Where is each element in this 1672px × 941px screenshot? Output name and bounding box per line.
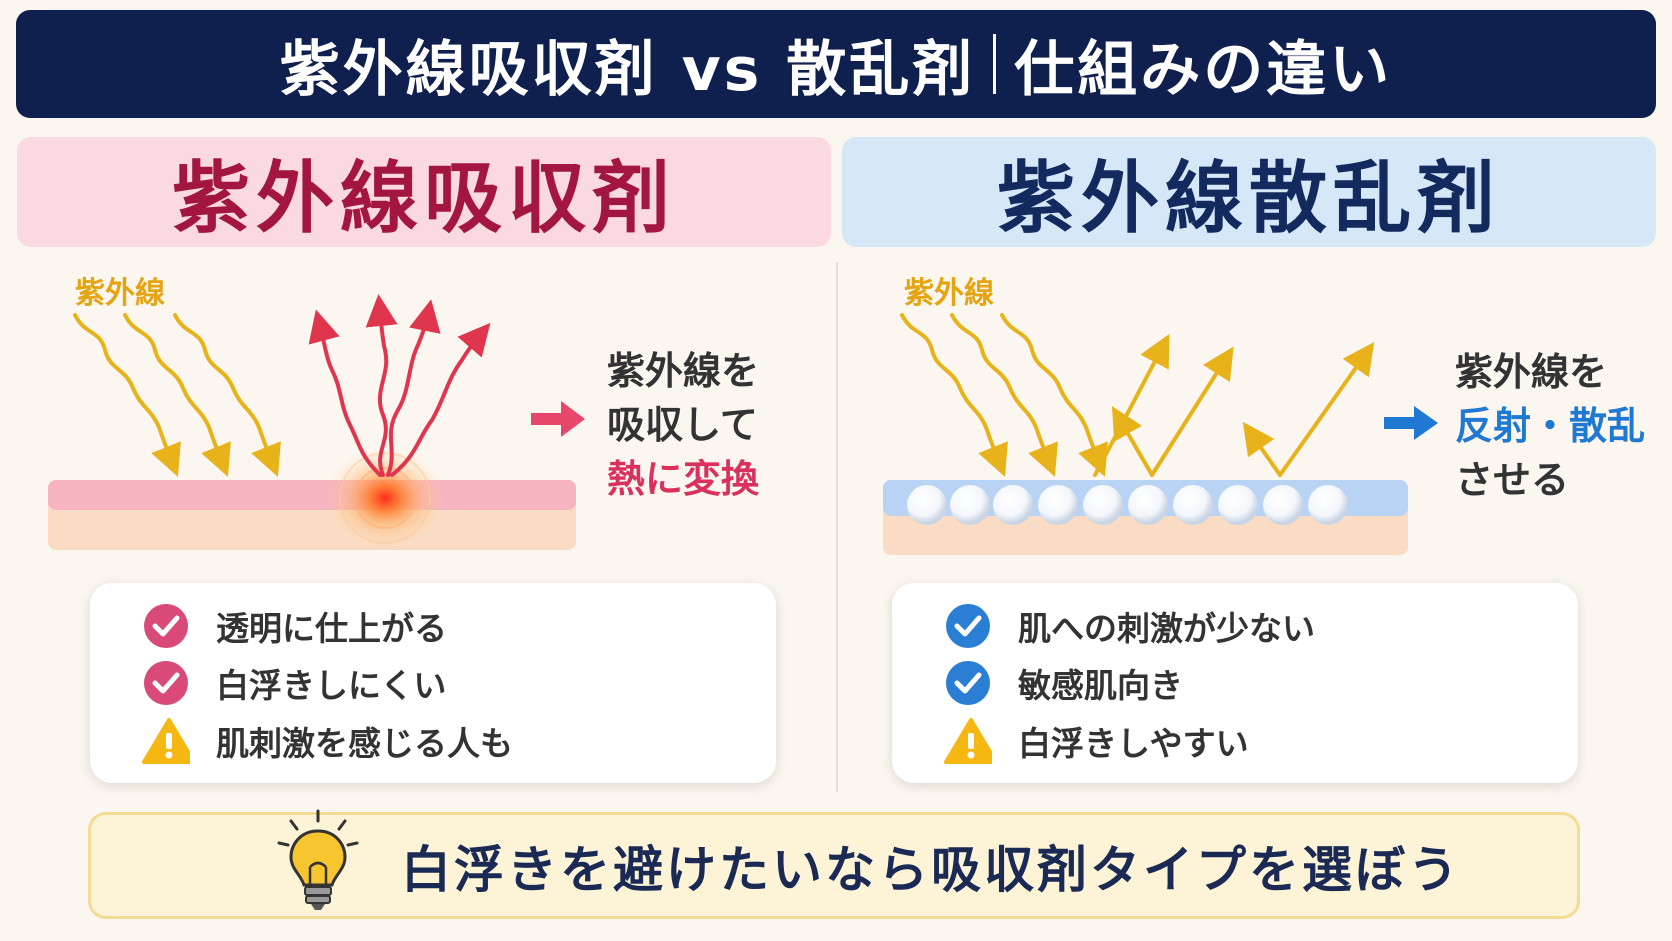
title-separator: [993, 34, 997, 94]
lightbulb-icon: [277, 809, 359, 910]
scatterer-diagram: [883, 313, 1408, 555]
title-main: 紫外線吸収剤 vs 散乱剤: [279, 34, 976, 105]
tip-text: 白浮きを避けたいなら吸収剤タイプを選ぼう: [401, 840, 1461, 899]
feature-text: 敏感肌向き: [1018, 666, 1183, 705]
list-item: 敏感肌向き: [944, 655, 1183, 711]
uv-incoming-arrows: [900, 313, 1108, 477]
feature-text: 白浮きしにくい: [216, 666, 447, 705]
list-item: 透明に仕上がる: [142, 598, 447, 654]
list-item: 肌刺激を感じる人も: [142, 713, 513, 769]
heat-outgoing-arrows: [308, 294, 491, 477]
list-item: 白浮きしやすい: [944, 713, 1249, 769]
list-item: 肌への刺激が少ない: [944, 598, 1315, 654]
scatterer-heading: 紫外線散乱剤: [842, 137, 1656, 247]
panel-divider: [836, 262, 838, 792]
absorber-pointer-arrow-icon: [531, 401, 585, 437]
scatterer-uv-label: 紫外線: [904, 276, 994, 311]
warning-icon: [944, 717, 992, 765]
absorber-features-card: 透明に仕上がる 白浮きしにくい 肌刺激を感じる人も: [90, 583, 776, 783]
check-icon: [142, 602, 190, 650]
scatterer-pointer-arrow-icon: [1384, 406, 1438, 440]
list-item: 白浮きしにくい: [142, 655, 446, 711]
check-icon: [944, 659, 992, 707]
scatterer-desc-line1: 紫外線を: [1455, 350, 1608, 394]
skin-upper-layer: [48, 480, 576, 510]
scatterer-desc-highlight: 反射・散乱: [1455, 404, 1646, 448]
absorber-desc-line1: 紫外線を: [607, 349, 760, 393]
feature-text: 透明に仕上がる: [216, 609, 447, 648]
warning-icon: [142, 717, 190, 765]
absorber-uv-label: 紫外線: [75, 276, 165, 311]
scattering-particles: [907, 485, 1348, 525]
uv-reflected-arrows: [1093, 333, 1375, 477]
absorber-heading: 紫外線吸収剤: [17, 137, 831, 247]
feature-text: 肌への刺激が少ない: [1018, 609, 1315, 648]
absorber-description: 紫外線を 吸収して 熱に変換: [607, 344, 759, 506]
tip-box: 白浮きを避けたいなら吸収剤タイプを選ぼう: [88, 809, 1580, 919]
scatterer-description: 紫外線を 反射・散乱 させる: [1455, 345, 1645, 507]
check-icon: [944, 602, 992, 650]
title-sub: 仕組みの違い: [1014, 34, 1393, 105]
absorber-desc-highlight: 熱に変換: [607, 457, 760, 501]
uv-incoming-arrows: [73, 313, 281, 477]
check-icon: [142, 659, 190, 707]
feature-text: 肌刺激を感じる人も: [216, 724, 513, 763]
page-title: 紫外線吸収剤 vs 散乱剤 仕組みの違い: [16, 10, 1656, 118]
feature-text: 白浮きしやすい: [1018, 724, 1249, 763]
absorber-desc-line2: 吸収して: [607, 403, 758, 447]
absorber-skin-layers: [48, 480, 576, 550]
scatterer-desc-line3: させる: [1455, 458, 1570, 502]
absorber-diagram: [48, 294, 576, 550]
heat-glow-icon: [325, 448, 445, 548]
scatterer-features-card: 肌への刺激が少ない 敏感肌向き 白浮きしやすい: [892, 583, 1578, 783]
